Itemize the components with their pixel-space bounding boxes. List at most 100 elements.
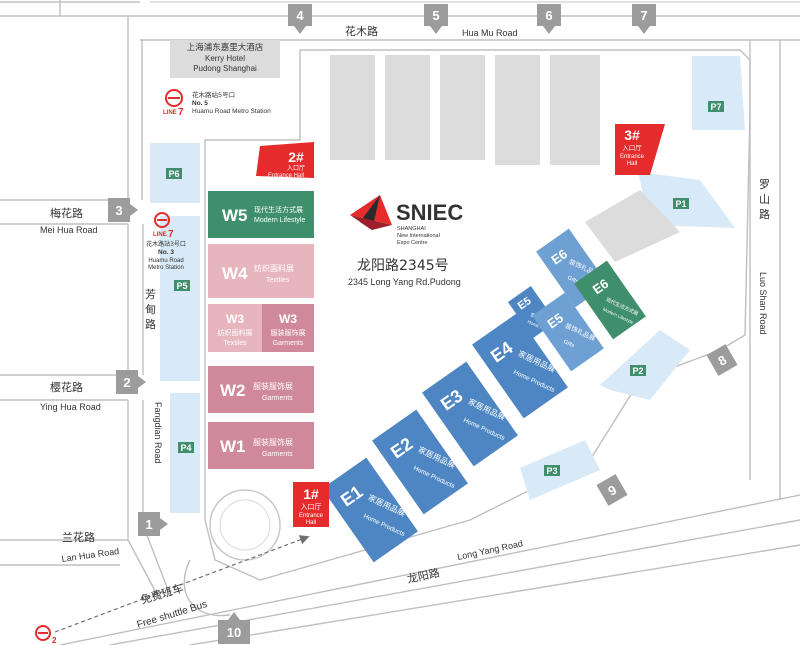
svg-text:芳: 芳	[145, 287, 156, 301]
metro-left: LINE 7 花木路站3号口 No. 3 Huamu Road Metro St…	[146, 212, 186, 271]
svg-text:纺织面料展: 纺织面料展	[254, 263, 294, 273]
gate-2[interactable]: 2	[116, 370, 146, 394]
entrance-hall-1[interactable]: 1# 入口厅 Entrance Hall	[293, 482, 329, 527]
svg-text:纺织面料展: 纺织面料展	[218, 328, 253, 337]
svg-text:3: 3	[115, 203, 122, 218]
gate-8[interactable]: 8	[706, 344, 738, 376]
svg-text:3#: 3#	[624, 127, 640, 143]
metro-top-exit: No. 5	[192, 100, 208, 107]
svg-text:入口厅: 入口厅	[301, 503, 322, 511]
svg-text:Garments: Garments	[262, 395, 293, 402]
svg-text:服装服饰展: 服装服饰展	[253, 381, 293, 391]
gate-10[interactable]: 10	[218, 612, 250, 644]
hall-w1[interactable]: W1 服装服饰展 Garments	[208, 422, 314, 469]
road-labels: 花木路 Hua Mu Road 梅花路 Mei Hua Road 樱花路 Yin…	[40, 25, 770, 586]
svg-text:2#: 2#	[288, 149, 304, 165]
sniec-logo-icon	[350, 195, 392, 230]
svg-text:6: 6	[545, 8, 552, 23]
svg-text:路: 路	[759, 208, 770, 221]
svg-text:1#: 1#	[303, 486, 319, 502]
svg-text:1: 1	[145, 517, 152, 532]
svg-text:5: 5	[432, 8, 439, 23]
parking-label-p5: P5	[176, 281, 187, 291]
sniec-logo: SNIEC SHANGHAI New International Expo Ce…	[350, 195, 463, 246]
hall-e4[interactable]: E4 家居用品展 Home Products	[472, 311, 571, 419]
road-huamu-en: Hua Mu Road	[462, 28, 518, 38]
svg-text:Garments: Garments	[273, 340, 304, 347]
svg-text:E5: E5	[544, 310, 566, 331]
metro-left-exit: No. 3	[158, 249, 174, 256]
road-huamu-cn: 花木路	[345, 25, 378, 38]
metro-bottom-line2-icon: 2	[35, 625, 57, 645]
hall-w2[interactable]: W2 服装服饰展 Garments	[208, 366, 314, 413]
road-yinghua-cn: 樱花路	[50, 381, 83, 394]
north-buildings	[330, 55, 680, 262]
svg-text:服装服饰展: 服装服饰展	[271, 328, 306, 337]
svg-text:W5: W5	[222, 206, 248, 225]
gate-1[interactable]: 1	[138, 512, 168, 536]
address-cn: 龙阳路2345号	[357, 258, 449, 274]
gate-3[interactable]: 3	[108, 198, 138, 222]
gate-7[interactable]: 7	[632, 4, 656, 34]
hotel-name-en2: Pudong Shanghai	[193, 64, 257, 73]
gate-4[interactable]: 4	[288, 4, 312, 34]
svg-text:Textiles: Textiles	[223, 340, 247, 347]
metro-line7-icon: LINE 7	[163, 89, 184, 118]
svg-text:W3: W3	[279, 312, 297, 326]
parking-label-p6: P6	[168, 169, 179, 179]
svg-text:7: 7	[178, 107, 184, 118]
svg-text:Hall: Hall	[306, 520, 316, 526]
svg-text:入口厅: 入口厅	[622, 144, 642, 152]
entrance-hall-2[interactable]: 2# 入口厅 Entrance Hall	[256, 142, 314, 179]
hall-w3-textiles[interactable]: W3 纺织面料展 Textiles	[208, 304, 262, 352]
road-fangdian-en: Fangdian Road	[153, 402, 163, 464]
kerry-hotel: 上海浦东嘉里大酒店 Kerry Hotel Pudong Shanghai	[170, 40, 280, 78]
hotel-name-en1: Kerry Hotel	[205, 54, 245, 63]
svg-text:W2: W2	[220, 381, 246, 400]
svg-text:E6: E6	[590, 276, 612, 297]
svg-text:现代生活方式展: 现代生活方式展	[254, 205, 303, 214]
svg-text:Gifts: Gifts	[562, 339, 575, 349]
metro-line7-icon: LINE 7	[153, 212, 174, 240]
road-yinghua-en: Ying Hua Road	[40, 402, 101, 412]
hall-e5-gifts[interactable]: E5 装饰礼品展 Gifts	[532, 291, 606, 372]
road-luoshan-en: Luo Shan Road	[758, 272, 768, 335]
parking-label-p2: P2	[632, 366, 643, 376]
hall-w5[interactable]: W5 现代生活方式展 Modern Lifestyle	[208, 191, 314, 238]
logo-name: SNIEC	[396, 200, 463, 225]
parking-label-p4: P4	[180, 443, 191, 453]
parking-label-p1: P1	[675, 199, 686, 209]
svg-text:路: 路	[145, 318, 156, 331]
svg-text:2: 2	[52, 636, 57, 645]
svg-text:4: 4	[296, 8, 304, 23]
road-longyang-cn: 龙阳路	[406, 566, 441, 586]
svg-text:Hall: Hall	[627, 161, 637, 167]
svg-text:W3: W3	[226, 312, 244, 326]
metro-top-cn: 花木路站5号口	[192, 90, 235, 99]
logo-line2: New International	[397, 233, 440, 239]
roundabout	[209, 489, 281, 561]
svg-text:W1: W1	[220, 437, 246, 456]
svg-text:Gifts: Gifts	[566, 275, 579, 285]
hall-w4[interactable]: W4 纺织面料展 Textiles	[208, 244, 314, 298]
svg-text:Textiles: Textiles	[266, 277, 290, 284]
gate-9[interactable]: 9	[596, 474, 628, 506]
west-halls: W5 现代生活方式展 Modern Lifestyle W4 纺织面料展 Tex…	[208, 191, 314, 469]
road-meihua-cn: 梅花路	[50, 206, 83, 220]
svg-text:罗: 罗	[759, 178, 770, 191]
road-lanhua-en: Lan Hua Road	[61, 546, 120, 564]
entrance-halls: 1# 入口厅 Entrance Hall 2# 入口厅 Entrance Hal…	[256, 124, 665, 527]
svg-text:入口厅: 入口厅	[287, 165, 305, 172]
hall-e1[interactable]: E1 家居用品展 Home Products	[322, 455, 421, 563]
entrance-hall-3[interactable]: 3# 入口厅 Entrance Hall	[615, 124, 665, 175]
svg-text:服装服饰展: 服装服饰展	[253, 437, 293, 447]
hall-e6-lifestyle[interactable]: E6 现代生活方式展 Modern Lifestyle	[574, 260, 646, 340]
metro-left-en1: Huamu Road	[148, 258, 183, 264]
hall-w3-garments[interactable]: W3 服装服饰展 Garments	[262, 304, 314, 352]
svg-text:LINE: LINE	[163, 110, 177, 116]
gate-5[interactable]: 5	[424, 4, 448, 34]
gate-6[interactable]: 6	[537, 4, 561, 34]
svg-text:7: 7	[640, 8, 647, 23]
address-en: 2345 Long Yang Rd.Pudong	[348, 277, 461, 287]
